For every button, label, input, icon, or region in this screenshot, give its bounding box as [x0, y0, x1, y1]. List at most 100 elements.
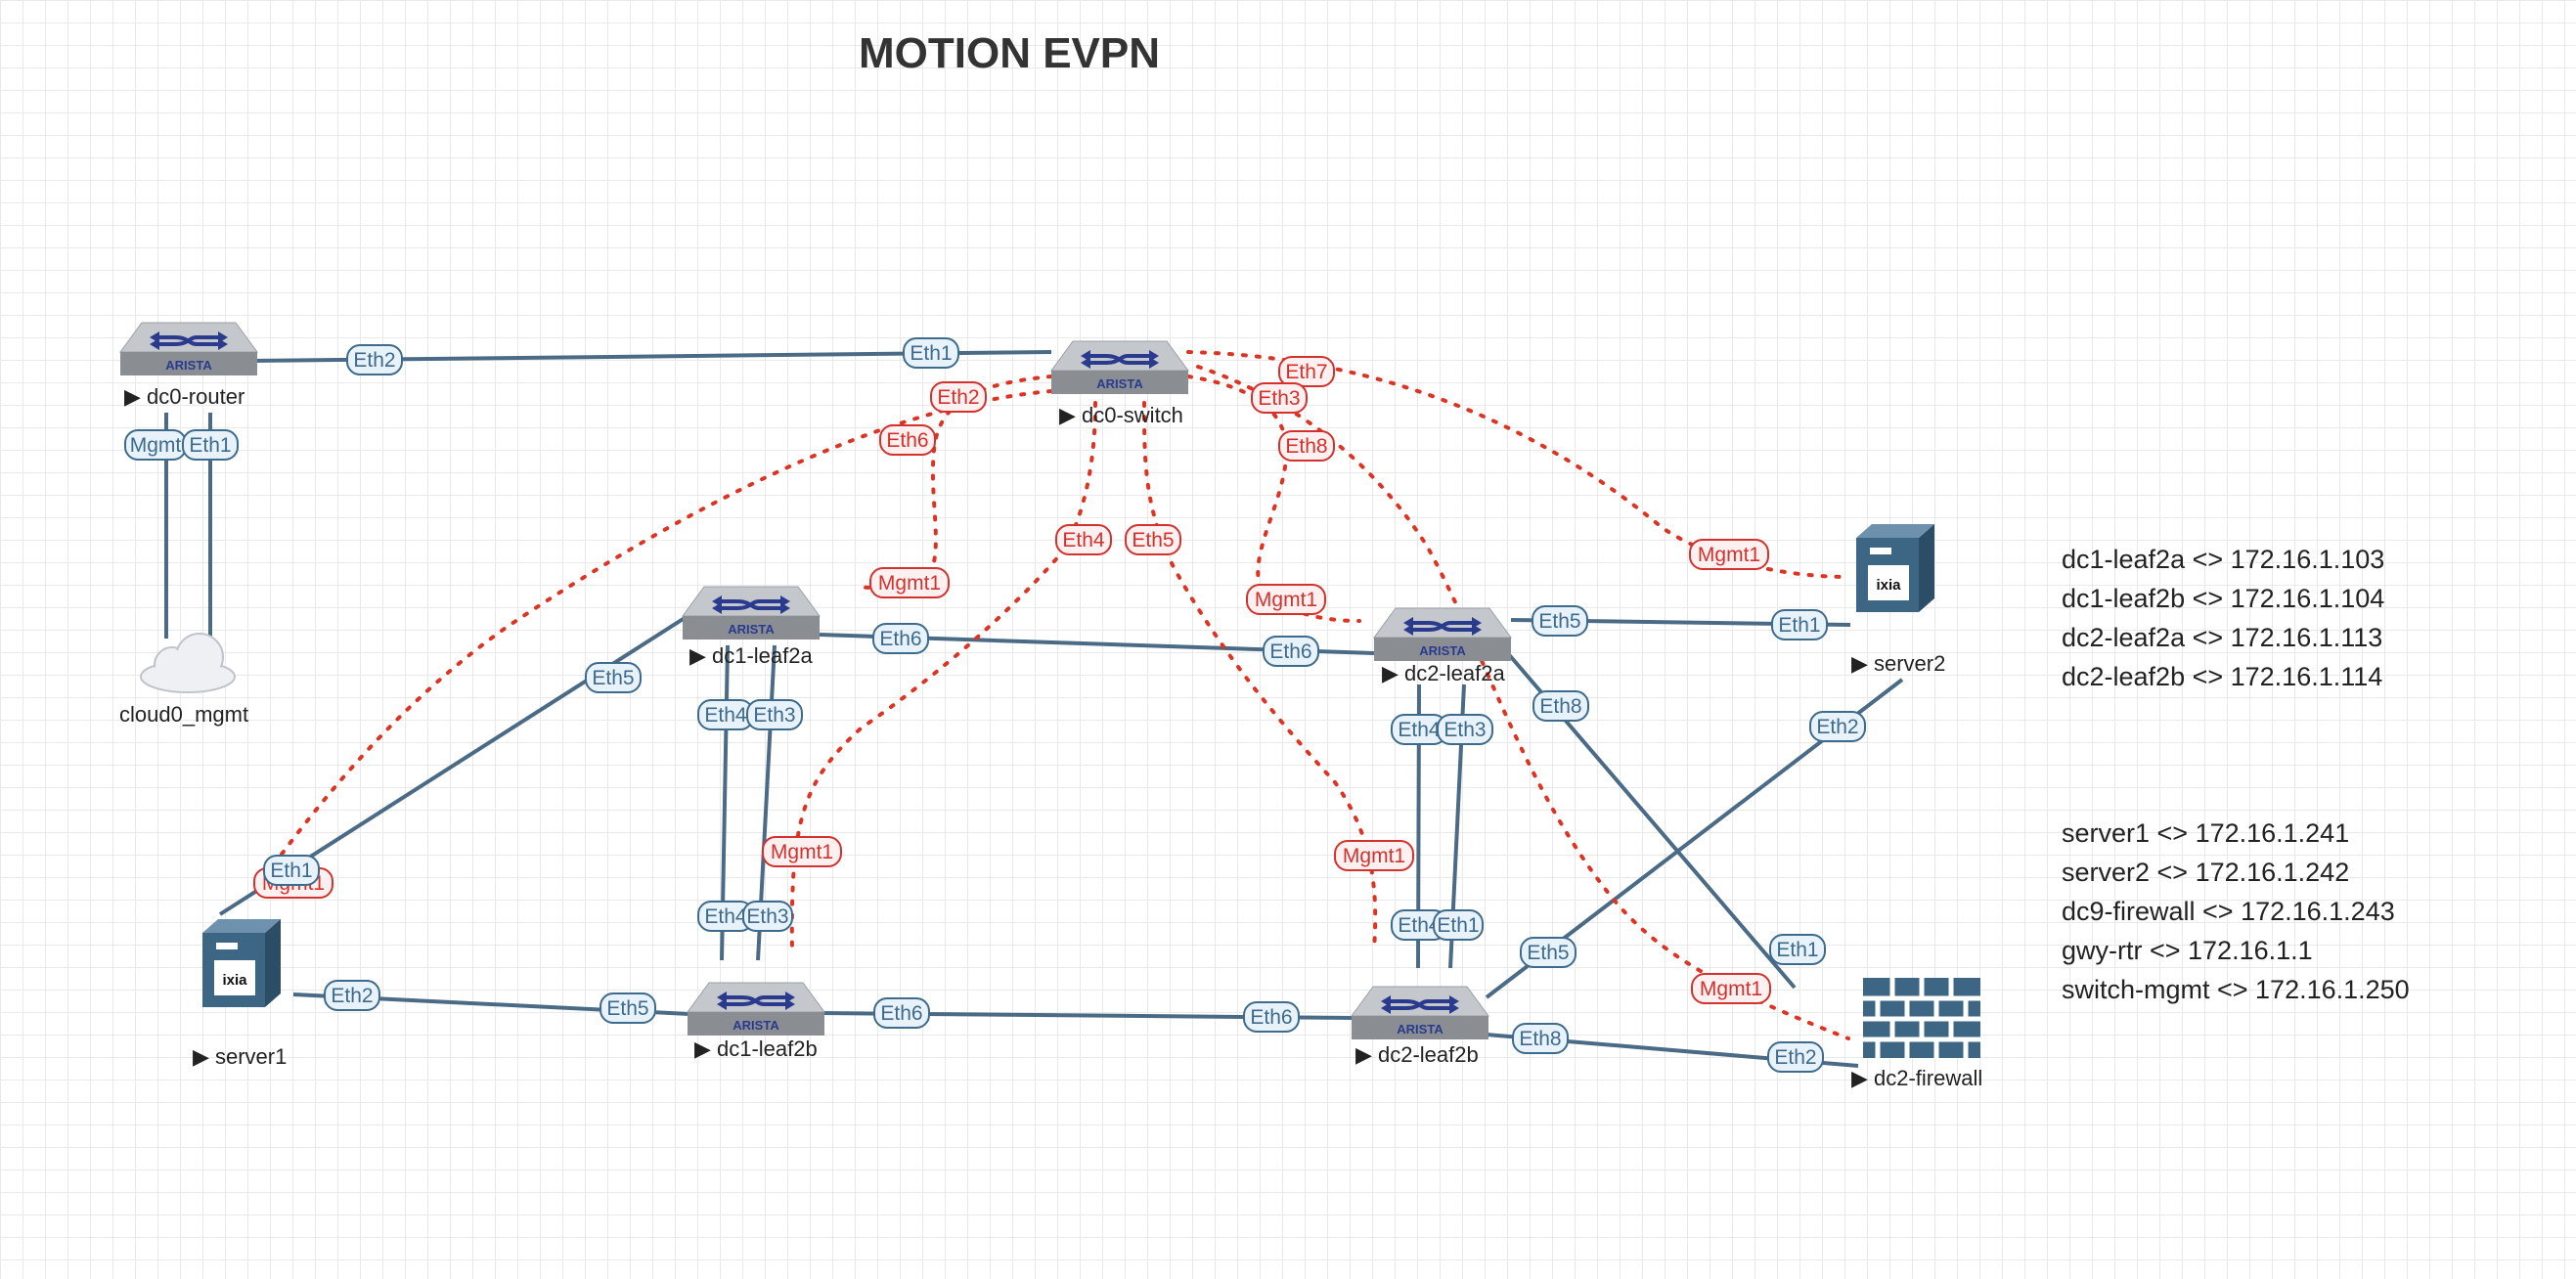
- node-label-dc2-firewall: dc2-firewall: [1874, 1066, 1982, 1090]
- note-line: dc9-firewall <> 172.16.1.243: [2062, 897, 2395, 926]
- note-line: switch-mgmt <> 172.16.1.250: [2062, 975, 2410, 1004]
- leaf-dc1-2b[interactable]: ▶ dc1-leaf2b: [686, 981, 826, 1061]
- leaf-dc2-2b[interactable]: ▶ dc2-leaf2b: [1350, 985, 1490, 1067]
- port-label: Eth8: [1532, 690, 1589, 722]
- node-label-dc0-switch: dc0-switch: [1082, 403, 1183, 427]
- note-line: dc1-leaf2b <> 172.16.1.104: [2062, 584, 2385, 613]
- svg-text:Eth2: Eth2: [1816, 716, 1858, 738]
- note-line: dc2-leaf2a <> 172.16.1.113: [2062, 623, 2383, 652]
- svg-text:Eth1: Eth1: [1776, 939, 1818, 961]
- port-label: Eth3: [1251, 382, 1308, 414]
- svg-text:Eth3: Eth3: [1443, 719, 1486, 741]
- server-2[interactable]: ▶ server2: [1851, 524, 1945, 676]
- port-label: Eth6: [873, 997, 930, 1029]
- port-label: Eth5: [1125, 524, 1181, 555]
- svg-text:Mgmt1: Mgmt1: [1698, 544, 1760, 566]
- port-label: Mgmt1: [1334, 840, 1414, 871]
- mgmt-link-leaf1b: [789, 401, 1097, 955]
- svg-text:Eth6: Eth6: [1250, 1006, 1292, 1029]
- mgmt-link-server1: [257, 389, 1053, 887]
- port-label: Eth3: [1437, 714, 1493, 745]
- cloud0-mgmt[interactable]: cloud0_mgmt: [119, 633, 248, 727]
- port-label: Eth2: [324, 980, 380, 1011]
- port-label: Eth8: [1512, 1023, 1569, 1054]
- leaf-dc2-2a[interactable]: ▶ dc2-leaf2a: [1372, 606, 1513, 685]
- svg-text:Eth6: Eth6: [886, 429, 928, 452]
- note-line: dc2-leaf2b <> 172.16.1.114: [2062, 662, 2383, 691]
- node-label-cloud0-mgmt: cloud0_mgmt: [119, 702, 248, 727]
- note-line: server2 <> 172.16.1.242: [2062, 858, 2350, 887]
- arista-switch-icon: [118, 321, 259, 377]
- svg-text:Eth4: Eth4: [1062, 529, 1105, 551]
- leaf-dc1-2a[interactable]: ▶ dc1-leaf2a: [681, 585, 822, 668]
- svg-text:Eth2: Eth2: [353, 349, 395, 372]
- svg-text:Eth1: Eth1: [270, 860, 312, 882]
- firewall-icon: [1863, 978, 1980, 1058]
- svg-text:Eth2: Eth2: [1774, 1046, 1816, 1069]
- port-label: Eth1: [903, 337, 959, 369]
- port-label: Eth6: [879, 424, 936, 456]
- data-links: [164, 350, 1904, 1068]
- host-ip-notes: server1 <> 172.16.1.241 server2 <> 172.1…: [2062, 814, 2410, 1009]
- node-label-dc2-leaf2b: dc2-leaf2b: [1378, 1042, 1479, 1067]
- port-label: Eth2: [930, 381, 987, 413]
- note-line: server1 <> 172.16.1.241: [2062, 818, 2350, 848]
- switch-ip-notes: dc1-leaf2a <> 172.16.1.103 dc1-leaf2b <>…: [2062, 540, 2384, 696]
- port-label: Mgmt1: [1691, 973, 1771, 1004]
- port-label: Eth5: [585, 662, 642, 693]
- switch-dc0[interactable]: ▶ dc0-switch: [1049, 339, 1190, 427]
- port-label: Eth6: [1263, 636, 1319, 667]
- node-label-dc0-router: dc0-router: [147, 384, 244, 409]
- svg-text:Eth4: Eth4: [1398, 719, 1441, 741]
- port-label: Eth2: [1809, 711, 1866, 742]
- node-label-dc1-leaf2a: dc1-leaf2a: [712, 643, 814, 668]
- arista-switch-icon: [1350, 985, 1490, 1041]
- ixia-server-icon: [1856, 524, 1934, 612]
- svg-text:Eth5: Eth5: [1132, 529, 1174, 551]
- port-label: Mgmt1: [1246, 584, 1326, 615]
- port-label: Eth8: [1278, 430, 1335, 462]
- mgmt-port-labels: Eth2 Eth6 Eth7 Eth3 Eth8 Eth4 Eth5 Mgmt1…: [253, 356, 1771, 1004]
- svg-text:Eth7: Eth7: [1285, 361, 1327, 383]
- port-label: Eth6: [872, 623, 929, 654]
- node-label-dc2-leaf2a: dc2-leaf2a: [1404, 661, 1506, 685]
- svg-text:Eth8: Eth8: [1285, 435, 1327, 458]
- cloud-icon: [140, 633, 236, 693]
- svg-text:Eth8: Eth8: [1519, 1028, 1561, 1050]
- port-label: Eth5: [600, 992, 656, 1024]
- svg-text:Eth1: Eth1: [1437, 914, 1479, 937]
- svg-text:Eth5: Eth5: [1538, 610, 1580, 633]
- svg-text:Eth3: Eth3: [753, 704, 795, 727]
- port-label: Eth5: [1532, 605, 1588, 637]
- play-icon: ▶: [689, 643, 706, 668]
- play-icon: ▶: [1851, 1066, 1868, 1090]
- note-line: gwy-rtr <> 172.16.1.1: [2062, 936, 2313, 965]
- port-label: Eth4: [1391, 909, 1447, 941]
- port-label: Eth2: [1767, 1041, 1824, 1073]
- node-label-server1: server1: [215, 1044, 287, 1069]
- firewall-dc2[interactable]: ▶ dc2-firewall: [1851, 978, 1982, 1090]
- diagram-title: MOTION EVPN: [859, 29, 1161, 77]
- port-label: Eth1: [1433, 909, 1484, 941]
- svg-text:Eth2: Eth2: [331, 985, 373, 1007]
- svg-text:Mgmt1: Mgmt1: [878, 572, 941, 595]
- svg-text:Mgmt1: Mgmt1: [1343, 845, 1405, 867]
- router-dc0[interactable]: ▶ dc0-router: [118, 321, 259, 409]
- arista-switch-icon: [681, 585, 822, 641]
- ixia-server-icon: [202, 919, 281, 1007]
- svg-text:Eth4: Eth4: [1398, 914, 1441, 937]
- port-label: Mgmt1: [869, 567, 950, 598]
- data-port-labels: Eth2 Eth1 Mgmt Eth1 Eth5 Eth6 Eth4 Eth3 …: [124, 337, 1866, 1073]
- play-icon: ▶: [694, 1036, 711, 1061]
- svg-text:Mgmt1: Mgmt1: [1700, 978, 1762, 1000]
- play-icon: ▶: [124, 384, 141, 409]
- server-1[interactable]: ▶ server1: [193, 919, 287, 1069]
- mgmt-link-firewall: [1196, 365, 1850, 1040]
- port-label: Eth5: [1520, 937, 1577, 968]
- svg-text:Mgmt1: Mgmt1: [771, 841, 833, 863]
- note-line: dc1-leaf2a <> 172.16.1.103: [2062, 545, 2385, 574]
- port-label: Mgmt: [124, 429, 187, 461]
- play-icon: ▶: [193, 1044, 209, 1069]
- port-label: Eth7: [1278, 356, 1335, 387]
